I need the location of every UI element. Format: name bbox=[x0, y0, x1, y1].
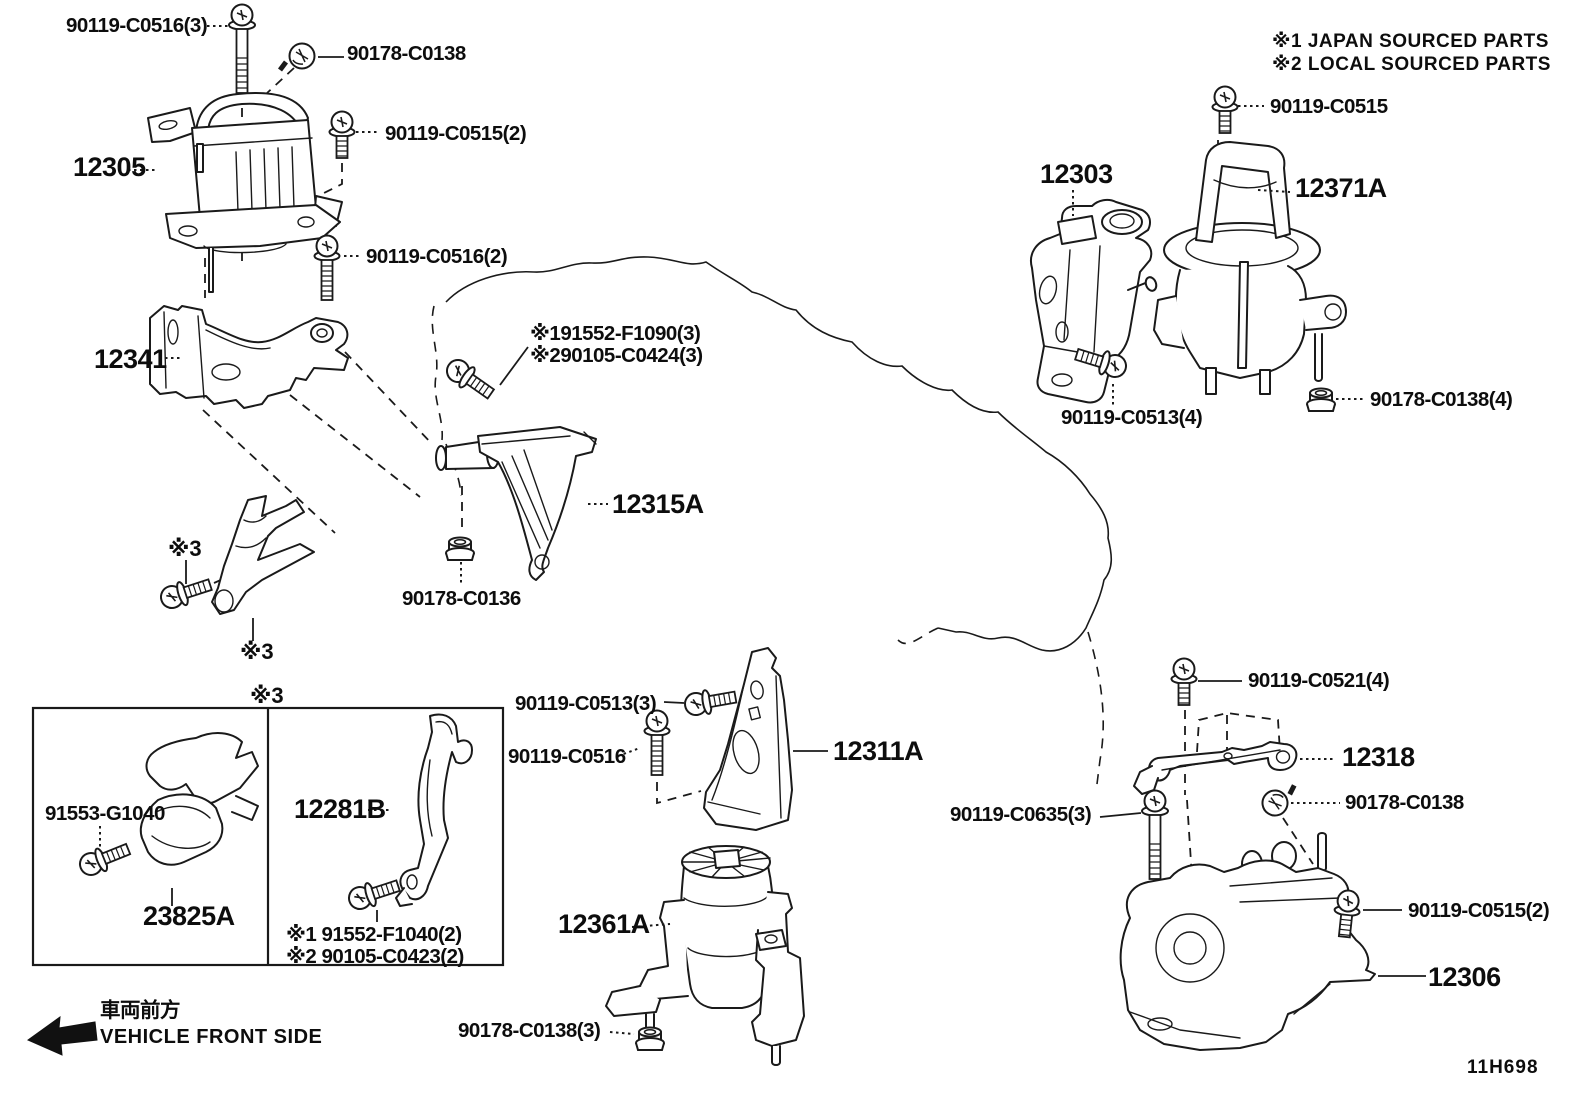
note-local-sourced: ※2 LOCAL SOURCED PARTS bbox=[1272, 54, 1551, 75]
label-12315a: 12315A bbox=[612, 489, 704, 519]
label-12311a: 12311A bbox=[833, 736, 923, 766]
label-12306: 12306 bbox=[1428, 962, 1501, 992]
label-90119-c0521-4: 90119-C0521(4) bbox=[1248, 669, 1389, 692]
label-90119-c0515-2-top: 90119-C0515(2) bbox=[385, 122, 526, 145]
label-90119-c0515-2-br: 90119-C0515(2) bbox=[1408, 899, 1549, 922]
label-12361a: 12361A bbox=[558, 909, 650, 939]
part-12315a-drawing bbox=[435, 426, 597, 581]
note-japan-sourced: ※1 JAPAN SOURCED PARTS bbox=[1272, 31, 1549, 52]
label-90178-c0138-3: 90178-C0138(3) bbox=[458, 1019, 600, 1042]
front-direction-arrow-icon bbox=[26, 1015, 98, 1056]
label-front-en: VEHICLE FRONT SIDE bbox=[100, 1026, 322, 1048]
part-12361a-drawing bbox=[605, 845, 805, 1066]
label-90119-c0516: 90119-C0516 bbox=[508, 745, 626, 768]
label-ref3-a: ※3 bbox=[168, 536, 202, 561]
label-90178-c0136: 90178-C0136 bbox=[402, 587, 521, 610]
label-90119-c0513-3: 90119-C0513(3) bbox=[515, 692, 656, 715]
label-91553-g1040: 91553-G1040 bbox=[45, 802, 165, 825]
label-ref3-box: ※3 bbox=[250, 683, 284, 708]
part-12371a-drawing bbox=[1153, 141, 1347, 395]
label-12318: 12318 bbox=[1342, 742, 1415, 772]
part-23825a-drawing bbox=[139, 732, 259, 866]
label-12305: 12305 bbox=[73, 152, 146, 182]
label-12303: 12303 bbox=[1040, 159, 1113, 189]
label-90178-c0138-br: 90178-C0138 bbox=[1345, 791, 1464, 814]
nut-icon bbox=[445, 536, 475, 561]
part-12311a-drawing bbox=[703, 647, 793, 831]
part-ref3-bracket-drawing bbox=[211, 495, 315, 615]
part-12341-drawing bbox=[149, 305, 349, 409]
label-90119-c0516-2: 90119-C0516(2) bbox=[366, 245, 507, 268]
label-23825a: 23825A bbox=[143, 901, 235, 931]
leader-lines bbox=[99, 25, 1426, 1035]
label-90119-c0515: 90119-C0515 bbox=[1270, 95, 1388, 118]
label-12341: 12341 bbox=[94, 344, 167, 374]
label-front-jp: 車両前方 bbox=[100, 998, 180, 1022]
part-12318-drawing bbox=[1133, 741, 1298, 795]
label-12371a: 12371A bbox=[1295, 173, 1387, 203]
label-290105-c0423-2: ※2 90105-C0423(2) bbox=[286, 945, 464, 968]
part-12303-drawing bbox=[1030, 198, 1158, 404]
part-12281b-drawing bbox=[395, 713, 473, 907]
label-90178-c0138-4: 90178-C0138(4) bbox=[1370, 388, 1512, 411]
nut-icon bbox=[1306, 387, 1336, 412]
label-90119-c0516-3: 90119-C0516(3) bbox=[66, 14, 207, 37]
part-12305-drawing bbox=[147, 92, 343, 293]
label-drawing-code: 11H698 bbox=[1467, 1057, 1539, 1078]
label-191552-f1090-3: ※191552-F1090(3) bbox=[530, 322, 700, 345]
label-12281b: 12281B bbox=[294, 794, 386, 824]
label-90119-c0635-3: 90119-C0635(3) bbox=[950, 803, 1091, 826]
label-90178-c0138-top: 90178-C0138 bbox=[347, 42, 466, 65]
part-12306-drawing bbox=[1119, 832, 1376, 1051]
label-90119-c0513-4: 90119-C0513(4) bbox=[1061, 406, 1202, 429]
nut-icon bbox=[635, 1026, 665, 1051]
label-290105-c0424-3: ※290105-C0424(3) bbox=[530, 344, 703, 367]
label-ref3-b: ※3 bbox=[240, 639, 274, 664]
label-191552-f1040-2: ※1 91552-F1040(2) bbox=[286, 923, 462, 946]
